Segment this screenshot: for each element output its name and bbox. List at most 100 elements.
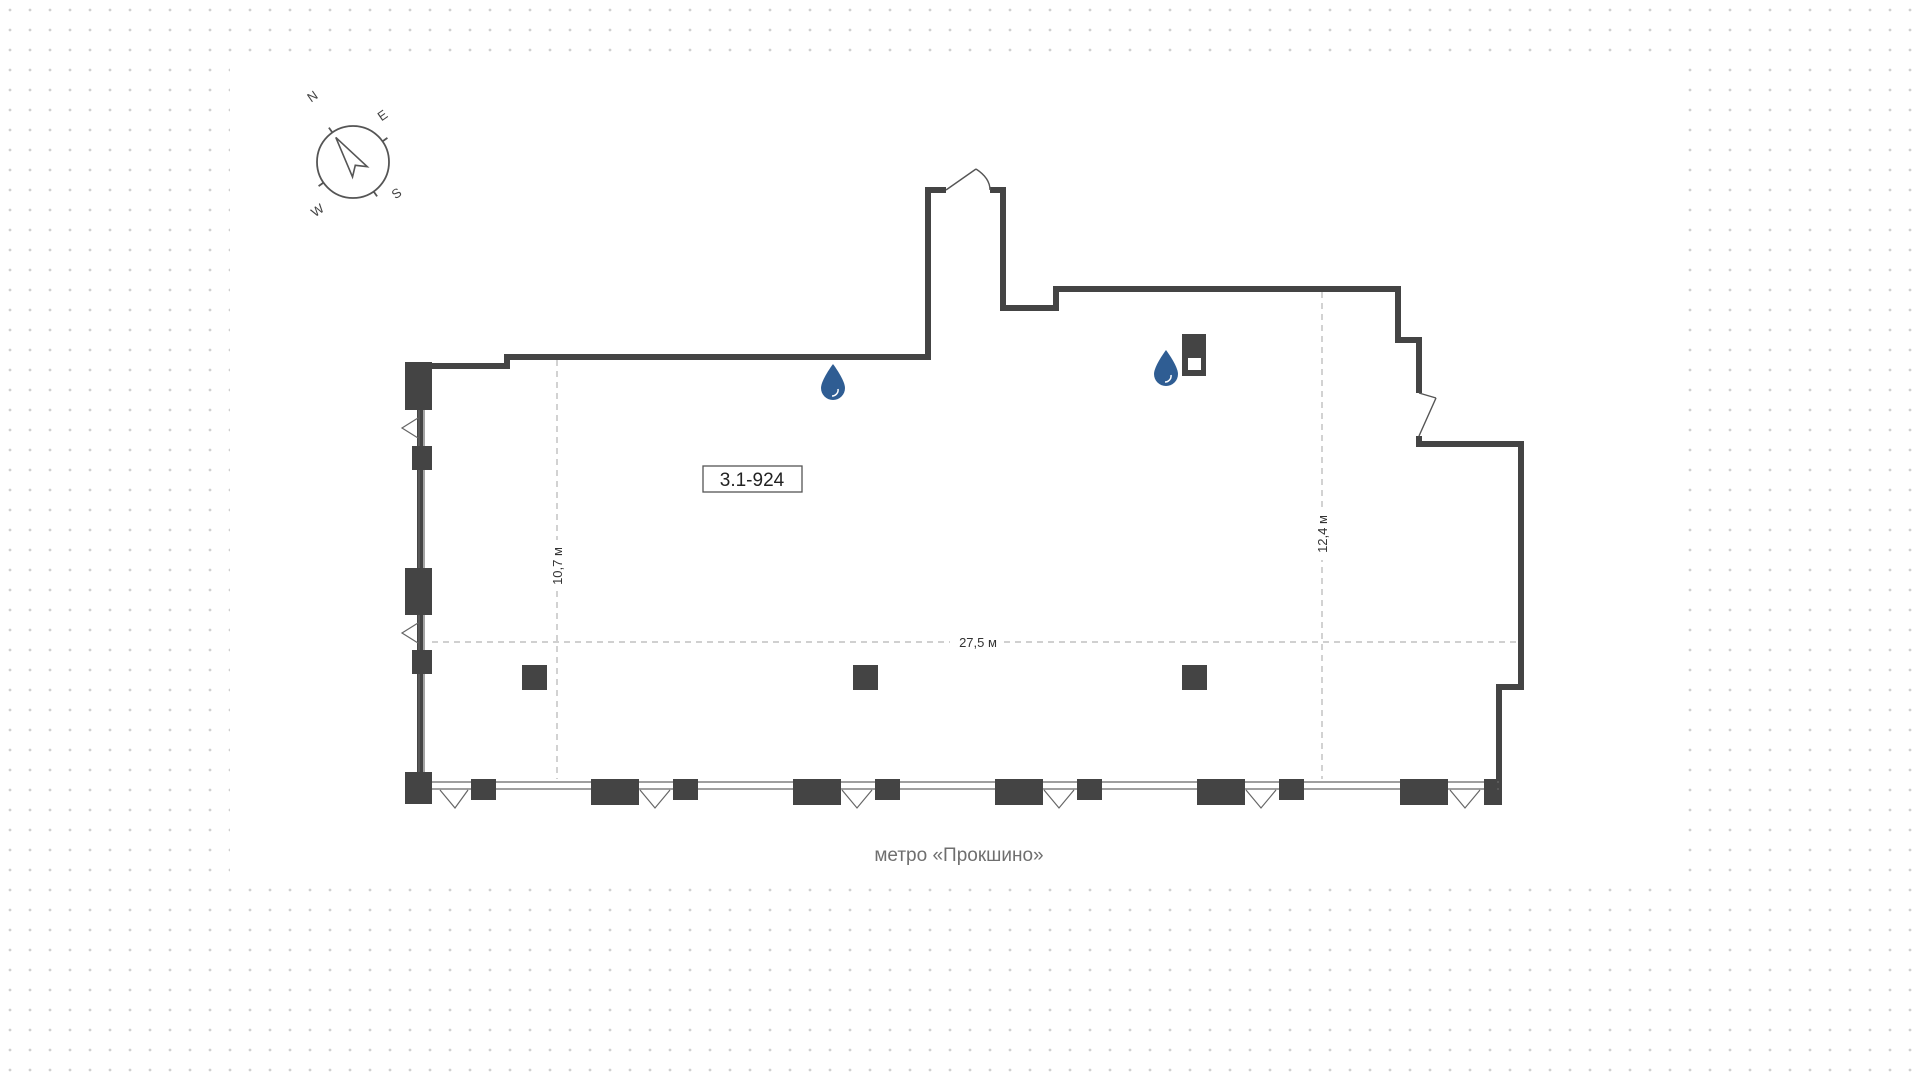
- background-dot: [1748, 568, 1752, 572]
- background-dot: [1268, 968, 1272, 972]
- background-dot: [388, 928, 392, 932]
- background-dot: [888, 28, 892, 32]
- background-dot: [128, 628, 132, 632]
- background-dot: [408, 928, 412, 932]
- background-dot: [1388, 908, 1392, 912]
- background-dot: [28, 788, 32, 792]
- background-dot: [588, 988, 592, 992]
- background-dot: [1668, 908, 1672, 912]
- background-dot: [648, 948, 652, 952]
- background-dot: [1888, 88, 1892, 92]
- background-dot: [28, 548, 32, 552]
- background-dot: [1788, 568, 1792, 572]
- background-dot: [68, 128, 72, 132]
- background-dot: [1848, 168, 1852, 172]
- background-dot: [188, 1008, 192, 1012]
- background-dot: [1768, 988, 1772, 992]
- background-dot: [188, 608, 192, 612]
- background-dot: [208, 108, 212, 112]
- background-dot: [8, 128, 12, 132]
- background-dot: [1068, 888, 1072, 892]
- background-dot: [188, 568, 192, 572]
- background-dot: [708, 888, 712, 892]
- background-dot: [328, 1028, 332, 1032]
- background-dot: [1808, 648, 1812, 652]
- background-dot: [1588, 968, 1592, 972]
- background-dot: [1748, 188, 1752, 192]
- background-dot: [8, 1028, 12, 1032]
- background-dot: [1168, 988, 1172, 992]
- background-dot: [1708, 628, 1712, 632]
- background-dot: [148, 428, 152, 432]
- background-dot: [1648, 1028, 1652, 1032]
- background-dot: [1748, 608, 1752, 612]
- background-dot: [1348, 888, 1352, 892]
- background-dot: [168, 568, 172, 572]
- background-dot: [1708, 188, 1712, 192]
- background-dot: [1688, 808, 1692, 812]
- background-dot: [1808, 768, 1812, 772]
- background-dot: [1348, 908, 1352, 912]
- background-dot: [1868, 968, 1872, 972]
- background-dot: [268, 1008, 272, 1012]
- background-dot: [408, 1028, 412, 1032]
- background-dot: [948, 8, 952, 12]
- background-dot: [1508, 28, 1512, 32]
- background-dot: [188, 68, 192, 72]
- background-dot: [628, 928, 632, 932]
- background-dot: [1728, 208, 1732, 212]
- background-dot: [968, 968, 972, 972]
- background-dot: [988, 1008, 992, 1012]
- background-dot: [1748, 308, 1752, 312]
- background-dot: [1548, 968, 1552, 972]
- background-dot: [928, 8, 932, 12]
- background-dot: [28, 448, 32, 452]
- background-dot: [628, 988, 632, 992]
- background-dot: [108, 468, 112, 472]
- background-dot: [148, 268, 152, 272]
- background-dot: [1828, 208, 1832, 212]
- background-dot: [1608, 948, 1612, 952]
- background-dot: [1828, 228, 1832, 232]
- background-dot: [1708, 808, 1712, 812]
- background-dot: [1048, 888, 1052, 892]
- background-dot: [1548, 988, 1552, 992]
- background-dot: [608, 908, 612, 912]
- background-dot: [108, 348, 112, 352]
- background-dot: [1888, 448, 1892, 452]
- background-dot: [508, 1008, 512, 1012]
- background-dot: [1068, 948, 1072, 952]
- background-dot: [648, 888, 652, 892]
- background-dot: [28, 608, 32, 612]
- background-dot: [1828, 828, 1832, 832]
- background-dot: [608, 28, 612, 32]
- background-dot: [1908, 428, 1912, 432]
- background-dot: [1688, 1008, 1692, 1012]
- background-dot: [108, 408, 112, 412]
- background-dot: [348, 1008, 352, 1012]
- background-dot: [1728, 588, 1732, 592]
- background-dot: [1568, 948, 1572, 952]
- background-dot: [1688, 8, 1692, 12]
- background-dot: [1048, 988, 1052, 992]
- background-dot: [408, 988, 412, 992]
- background-dot: [168, 168, 172, 172]
- background-dot: [948, 48, 952, 52]
- background-dot: [328, 928, 332, 932]
- background-dot: [1728, 768, 1732, 772]
- background-dot: [908, 28, 912, 32]
- background-dot: [88, 1028, 92, 1032]
- background-dot: [8, 1048, 12, 1052]
- background-dot: [888, 1028, 892, 1032]
- background-dot: [1768, 408, 1772, 412]
- background-dot: [388, 48, 392, 52]
- background-dot: [488, 48, 492, 52]
- background-dot: [968, 1028, 972, 1032]
- background-dot: [88, 608, 92, 612]
- background-dot: [668, 1028, 672, 1032]
- background-dot: [1508, 888, 1512, 892]
- background-dot: [1888, 668, 1892, 672]
- background-dot: [1808, 688, 1812, 692]
- background-dot: [1548, 888, 1552, 892]
- background-dot: [1688, 508, 1692, 512]
